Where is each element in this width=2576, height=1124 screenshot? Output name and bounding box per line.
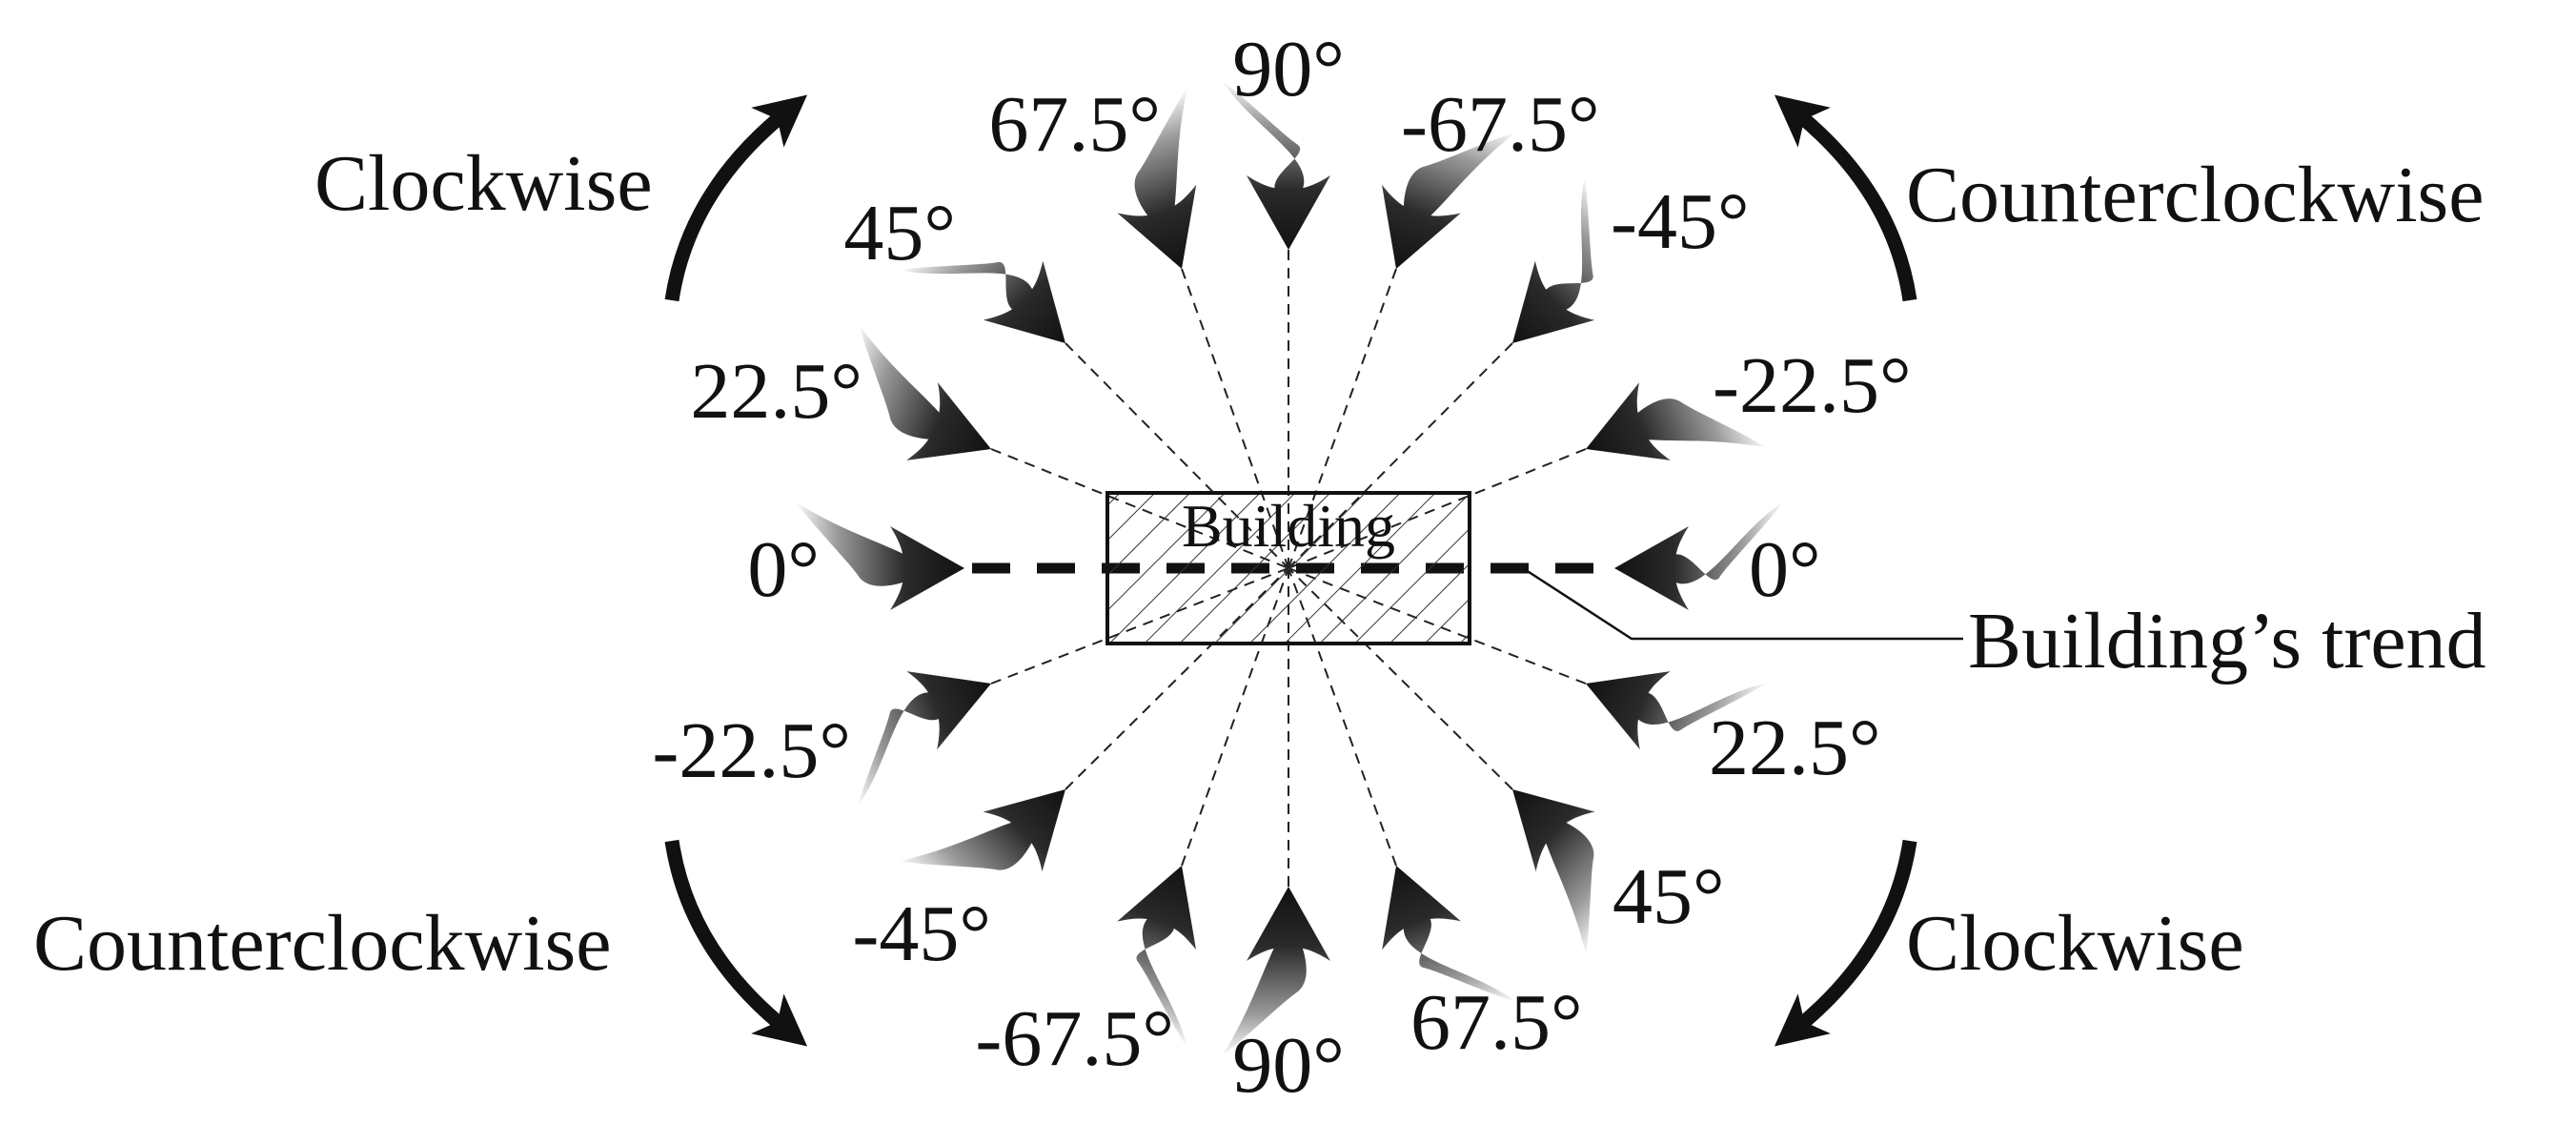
wind-arrow-left-0 <box>795 501 964 610</box>
rotation-label-clockwise-upper: Clockwise <box>314 139 653 228</box>
wind-arrow-upper-left-67-5 <box>1117 86 1197 269</box>
wind-arrow-right-0 <box>1614 501 1784 610</box>
building-label: Building <box>1182 492 1395 560</box>
clockwise-arc-upper-left <box>664 94 808 302</box>
wind-arrow-lower-right-45 <box>1512 789 1595 956</box>
counterclockwise-arc-lower-left <box>664 839 808 1047</box>
wind-arrow-upper-right-neg-45 <box>1512 175 1595 343</box>
rotation-label-clockwise-lower: Clockwise <box>1906 899 2244 988</box>
counterclockwise-arc-upper-right <box>1774 94 1917 302</box>
angle-label-upper-left-22-5: 22.5° <box>690 347 862 436</box>
wind-arrows <box>795 80 1784 1056</box>
angle-label-upper-right-neg-67-5: -67.5° <box>1401 80 1600 169</box>
wind-arrow-lower-left-neg-67-5 <box>1117 866 1197 1049</box>
angle-label-upper-right-neg-22-5: -22.5° <box>1713 341 1912 430</box>
clockwise-arc-lower-right <box>1774 839 1917 1047</box>
angle-label-lower-right-45: 45° <box>1613 852 1725 941</box>
wind-arrow-upper-right-neg-22-5 <box>1586 382 1769 460</box>
angle-label-lower-right-67-5: 67.5° <box>1410 978 1583 1067</box>
angle-label-lower-left-neg-22-5: -22.5° <box>652 706 851 795</box>
wind-arrow-lower-left-neg-22-5 <box>857 671 991 807</box>
building-rect <box>1105 491 1471 645</box>
wind-arrow-top-90 <box>1222 80 1330 250</box>
trend-label: Building’s trend <box>1968 597 2486 685</box>
trend-leader-line <box>1522 566 1963 641</box>
angle-label-lower-right-22-5: 22.5° <box>1709 704 1881 792</box>
wind-arrow-upper-left-45 <box>898 260 1065 343</box>
angle-label-upper-right-neg-45: -45° <box>1611 177 1750 266</box>
angle-label-upper-right-0: 0° <box>1749 525 1821 614</box>
rotation-label-counterclockwise-upper: Counterclockwise <box>1906 151 2485 239</box>
angle-label-upper-left-45: 45° <box>843 189 956 277</box>
wind-arrow-lower-right-67-5 <box>1382 866 1517 1003</box>
angle-label-top-90: 90° <box>1232 25 1345 113</box>
angle-label-lower-left-neg-67-5: -67.5° <box>975 994 1174 1083</box>
wind-arrow-bottom-90 <box>1222 887 1330 1056</box>
wind-arrow-upper-right-neg-67-5 <box>1382 132 1517 269</box>
rotation-label-counterclockwise-lower: Counterclockwise <box>33 899 612 988</box>
angle-label-bottom-90: 90° <box>1232 1021 1345 1110</box>
wind-arrow-lower-right-22-5 <box>1586 671 1769 750</box>
angle-label-upper-left-67-5: 67.5° <box>988 80 1161 169</box>
angle-label-lower-left-neg-45: -45° <box>852 889 991 978</box>
angle-label-upper-left-0: 0° <box>747 525 820 614</box>
wind-arrow-lower-left-neg-45 <box>898 789 1065 872</box>
wind-arrow-upper-left-22-5 <box>858 323 991 460</box>
